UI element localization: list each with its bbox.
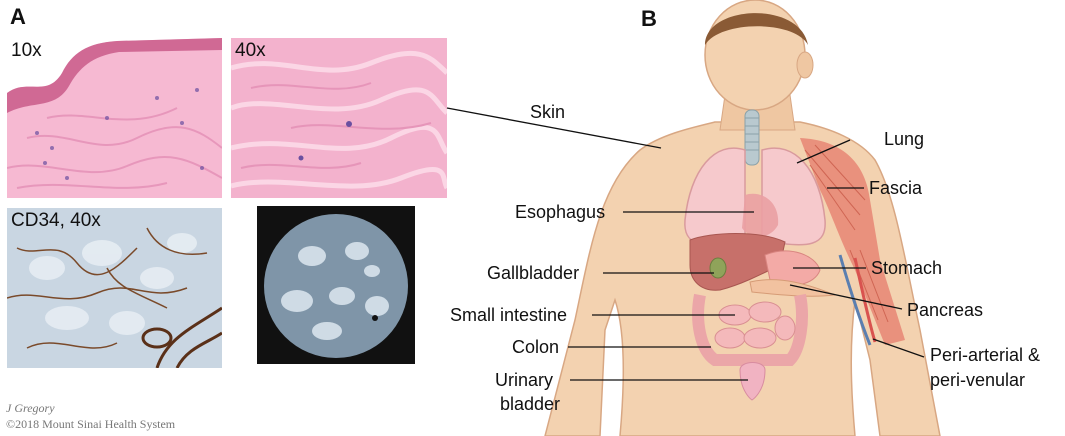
label-peri-venular: peri-venular (930, 370, 1025, 390)
label-skin: Skin (530, 102, 565, 122)
label-fascia: Fascia (869, 178, 922, 198)
label-pancreas: Pancreas (907, 300, 983, 320)
label-peri-arterial: Peri-arterial & (930, 345, 1040, 365)
label-bladder: bladder (500, 394, 560, 414)
label-small-intestine: Small intestine (450, 305, 567, 325)
label-colon: Colon (512, 337, 559, 357)
label-esophagus: Esophagus (515, 202, 605, 222)
label-urinary: Urinary (495, 370, 553, 390)
label-gallbladder: Gallbladder (487, 263, 579, 283)
label-lung: Lung (884, 129, 924, 149)
label-stomach: Stomach (871, 258, 942, 278)
